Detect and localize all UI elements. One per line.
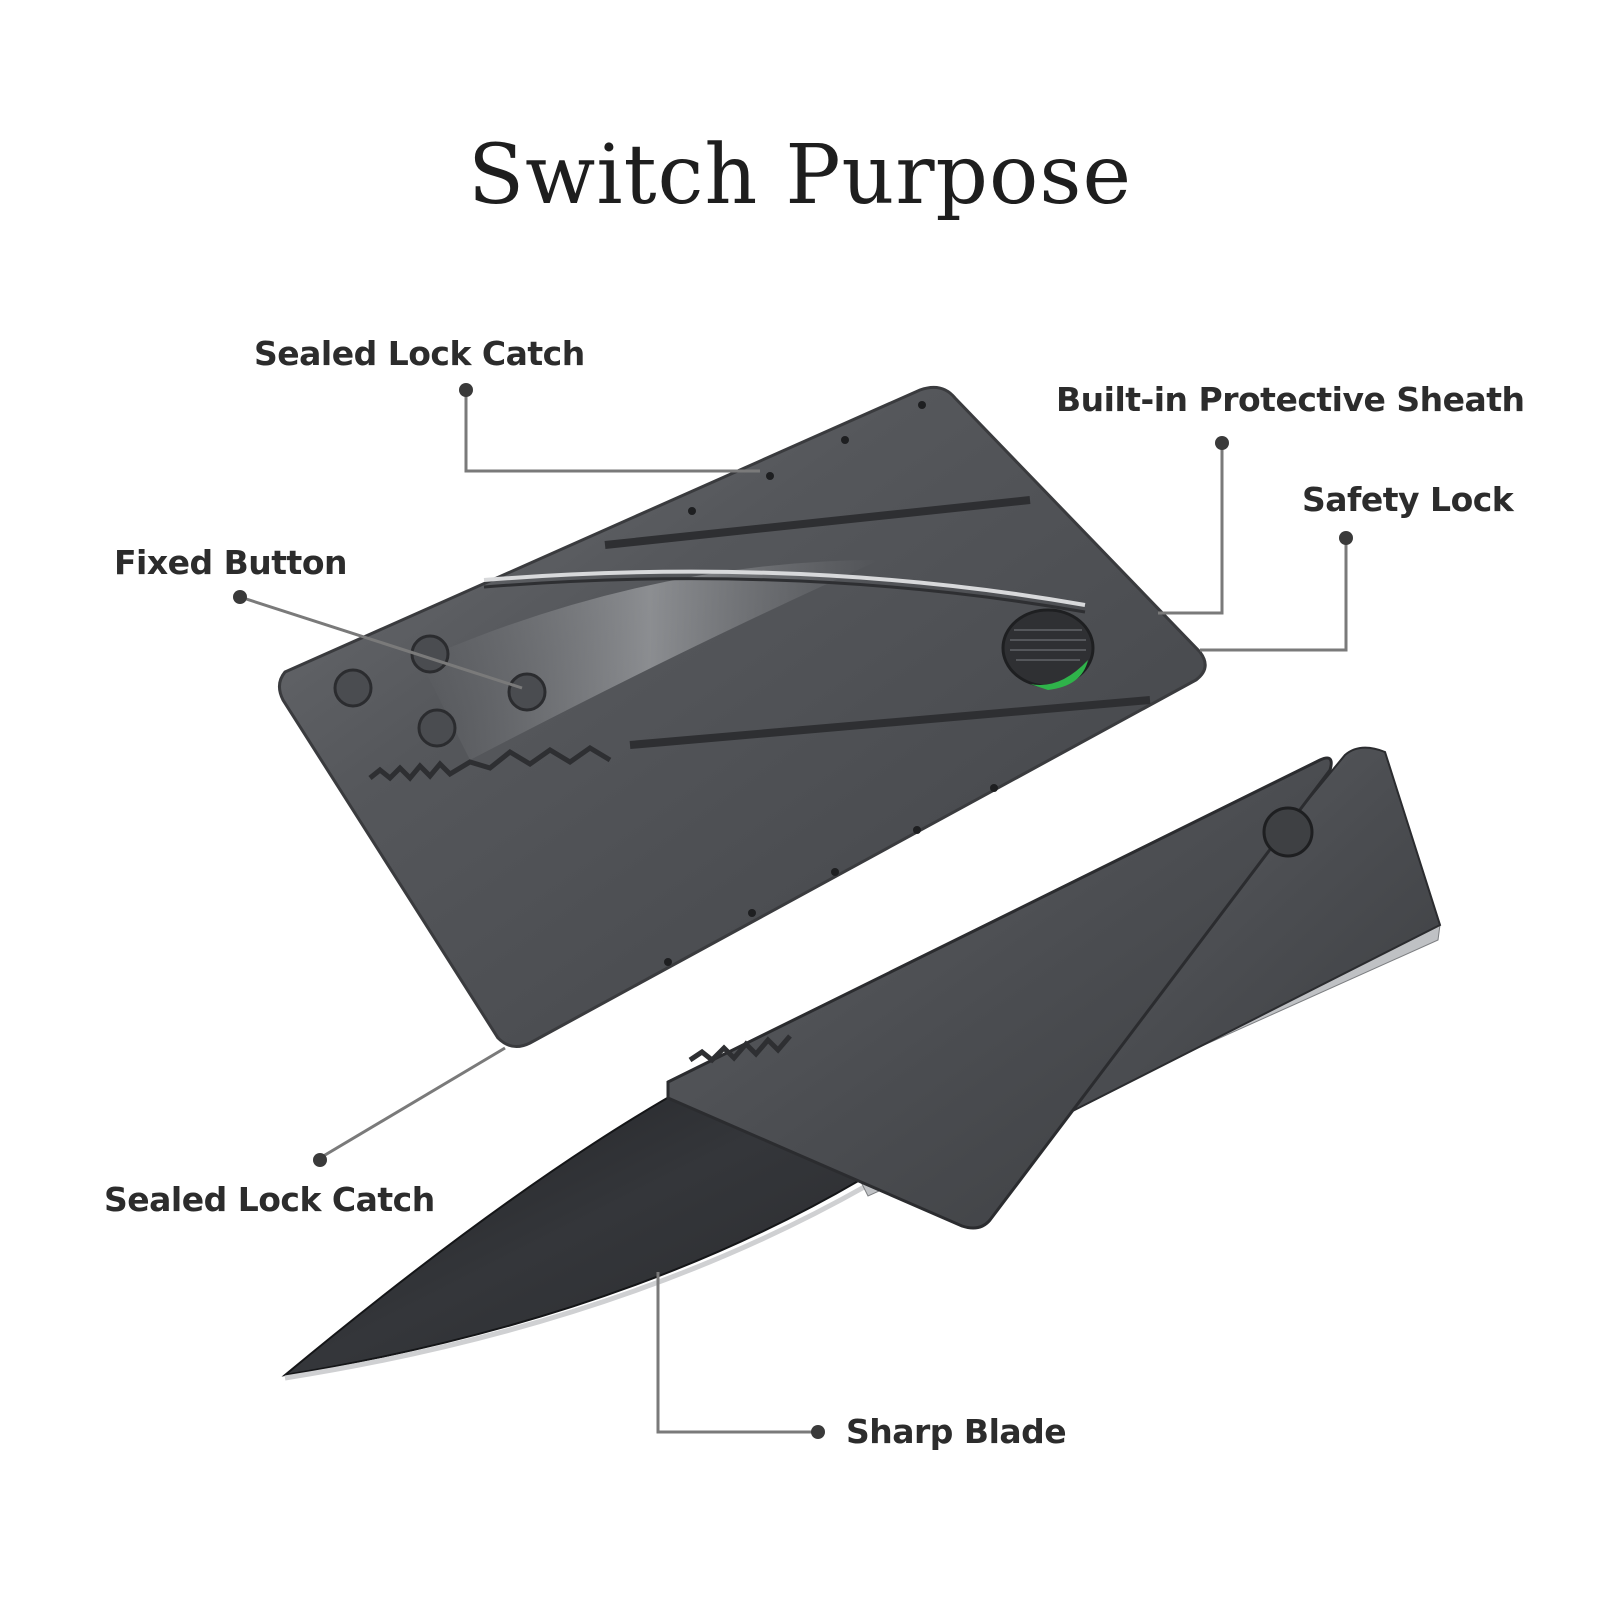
callout-dot-icon (313, 1153, 327, 1167)
credit-card-knife (278, 385, 1207, 1049)
blade-slot-top (483, 569, 1086, 607)
fixed-button-4 (417, 708, 457, 748)
leader-fixed-button (239, 595, 523, 690)
safety-lock-green-indicator (1030, 660, 1088, 690)
safety-lock-knob (1001, 608, 1095, 690)
handle-back (1034, 746, 1442, 1131)
callout-dot-icon (811, 1425, 825, 1439)
leader-built-in-sheath (1158, 445, 1224, 615)
leader-sealed-lock-catch-top (464, 390, 760, 473)
sheath-ridge-lower (629, 696, 1151, 749)
callout-dot-icon (233, 590, 247, 604)
callout-dots (233, 383, 1353, 1439)
card-rivets (664, 401, 998, 966)
sheath-ridge-upper (604, 496, 1031, 549)
label-built-in-sheath: Built-in Protective Sheath (1056, 380, 1525, 419)
handle-pivot-knob (1262, 806, 1314, 858)
label-sharp-blade: Sharp Blade (846, 1412, 1067, 1451)
leader-safety-lock (1200, 539, 1348, 652)
page-title: Switch Purpose (468, 128, 1132, 223)
callout-dot-icon (459, 383, 473, 397)
card-serration (368, 745, 612, 782)
label-fixed-button: Fixed Button (114, 543, 348, 582)
callout-dot-icon (1339, 531, 1353, 545)
leader-sealed-lock-catch-bottom (319, 1046, 506, 1160)
label-sealed-lock-catch-bottom: Sealed Lock Catch (104, 1180, 435, 1219)
blade-slot-top-shadow (483, 577, 1086, 614)
handle-front (666, 756, 1333, 1230)
label-safety-lock: Safety Lock (1302, 480, 1514, 519)
fixed-button-1 (333, 668, 373, 708)
blade-edge-highlight (284, 1183, 868, 1381)
handle-serration (688, 1034, 792, 1064)
callout-leaders (239, 390, 1348, 1434)
card-sheen (420, 560, 880, 760)
card-body (278, 385, 1207, 1049)
label-sealed-lock-catch-top: Sealed Lock Catch (254, 334, 585, 373)
leader-sharp-blade (656, 1272, 818, 1434)
fixed-button-3 (507, 672, 547, 712)
assembled-knife (281, 746, 1442, 1381)
callout-dot-icon (1215, 436, 1229, 450)
